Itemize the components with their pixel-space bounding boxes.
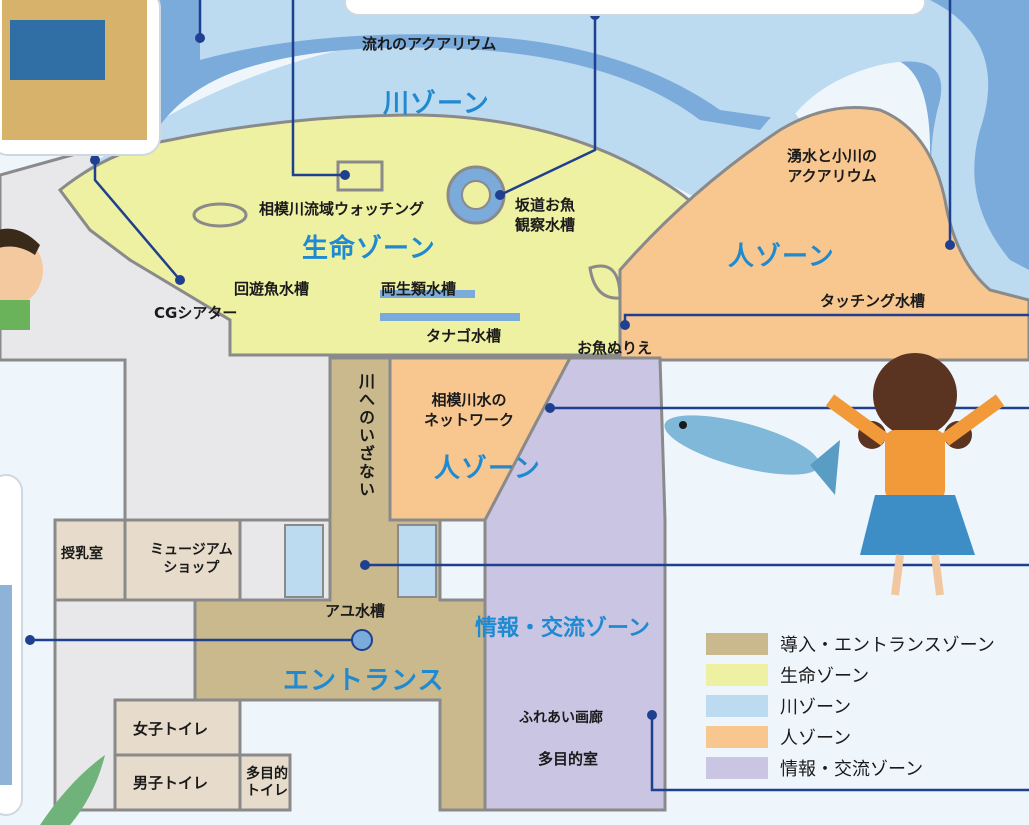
label-touching: タッチング水槽	[820, 292, 926, 310]
info-zone-area	[483, 356, 667, 812]
label-multi-toilet: 多目的 トイレ	[246, 766, 288, 799]
river-inner-band	[200, 0, 1029, 300]
zone-label-people-top: 人ゾーン	[728, 242, 835, 272]
legend-item-life: 生命ゾーン	[706, 659, 995, 690]
zone-label-river: 川ゾーン	[383, 89, 490, 119]
label-kaiyu: 回遊魚水槽	[234, 280, 310, 298]
zone-label-life: 生命ゾーン	[302, 234, 436, 264]
legend-label: 人ゾーン	[780, 727, 852, 749]
bottom-fish-illustration	[40, 755, 105, 825]
boy-illustration	[0, 228, 43, 330]
label-ryosei: 両生類水槽	[381, 280, 457, 298]
label-fureai: ふれあい画廊	[519, 710, 603, 726]
label-kawa-izanai: 川へのいざない	[356, 373, 375, 499]
photo-top-screen	[10, 20, 105, 80]
photo-bottom-fish	[0, 585, 12, 785]
legend-item-info: 情報・交流ゾーン	[706, 752, 995, 783]
legend-item-people: 人ゾーン	[706, 721, 995, 752]
label-osakana-nurie: お魚ぬりえ	[577, 339, 653, 357]
multi-toilet-area	[238, 753, 292, 812]
zone-label-info: 情報・交流ゾーン	[475, 616, 650, 641]
zone-label-people-mid: 人ゾーン	[434, 454, 541, 484]
label-yusui: 湧水と小川の アクアリウム	[787, 147, 878, 185]
label-sakamichi: 坂道お魚 観察水槽	[515, 196, 576, 234]
label-junyu: 授乳室	[61, 546, 103, 562]
label-tanago: タナゴ水槽	[426, 327, 502, 345]
label-ayu-tank: アユ水槽	[325, 602, 386, 620]
legend-swatch	[706, 756, 768, 779]
label-sagami-watching: 相模川流域ウォッチング	[259, 200, 425, 218]
label-flow-aquarium: 流れのアクアリウム	[362, 35, 497, 53]
small-tank-1	[284, 524, 324, 598]
label-men-toilet: 男子トイレ	[133, 774, 209, 792]
legend-swatch	[706, 694, 768, 717]
legend-swatch	[706, 632, 768, 655]
ayu-tank-circle	[351, 629, 373, 651]
legend-swatch	[706, 663, 768, 686]
label-women-toilet: 女子トイレ	[133, 720, 209, 738]
kaiyu-tank-ring	[192, 202, 248, 228]
label-tamokuteki: 多目的室	[538, 750, 599, 768]
tanago-tank	[380, 313, 520, 321]
label-sagami-network: 相模川水の ネットワーク	[424, 391, 515, 429]
legend-item-river: 川ゾーン	[706, 690, 995, 721]
sakamichi-tank-core	[461, 180, 491, 210]
legend-label: 導入・エントランスゾーン	[780, 634, 995, 656]
ryosei-tank	[380, 290, 475, 298]
legend-swatch	[706, 725, 768, 748]
legend-label: 情報・交流ゾーン	[780, 758, 924, 780]
fish-illustration	[664, 415, 840, 495]
zone-legend: 導入・エントランスゾーン 生命ゾーン 川ゾーン 人ゾーン 情報・交流ゾーン	[706, 628, 995, 783]
legend-item-entrance: 導入・エントランスゾーン	[706, 628, 995, 659]
nursing-room-area	[53, 518, 127, 602]
label-cg-theater: CGシアター	[154, 304, 238, 322]
museum-shop-area	[123, 518, 242, 602]
touching-shape	[588, 264, 622, 300]
small-tank-2	[397, 524, 437, 598]
label-museum-shop: ミュージアム ショップ	[150, 542, 233, 576]
river-zone-area	[60, 30, 800, 230]
entrance-zone-area	[193, 356, 487, 812]
men-toilet-area	[113, 753, 242, 812]
leader-dots	[25, 10, 955, 720]
people-zone-area-east	[618, 106, 1029, 362]
photo-frame-topcenter	[344, 0, 926, 16]
legend-label: 川ゾーン	[780, 696, 852, 718]
zone-label-entrance: エントランス	[283, 666, 445, 696]
legend-label: 生命ゾーン	[780, 665, 870, 687]
girl-illustration	[825, 353, 1005, 596]
